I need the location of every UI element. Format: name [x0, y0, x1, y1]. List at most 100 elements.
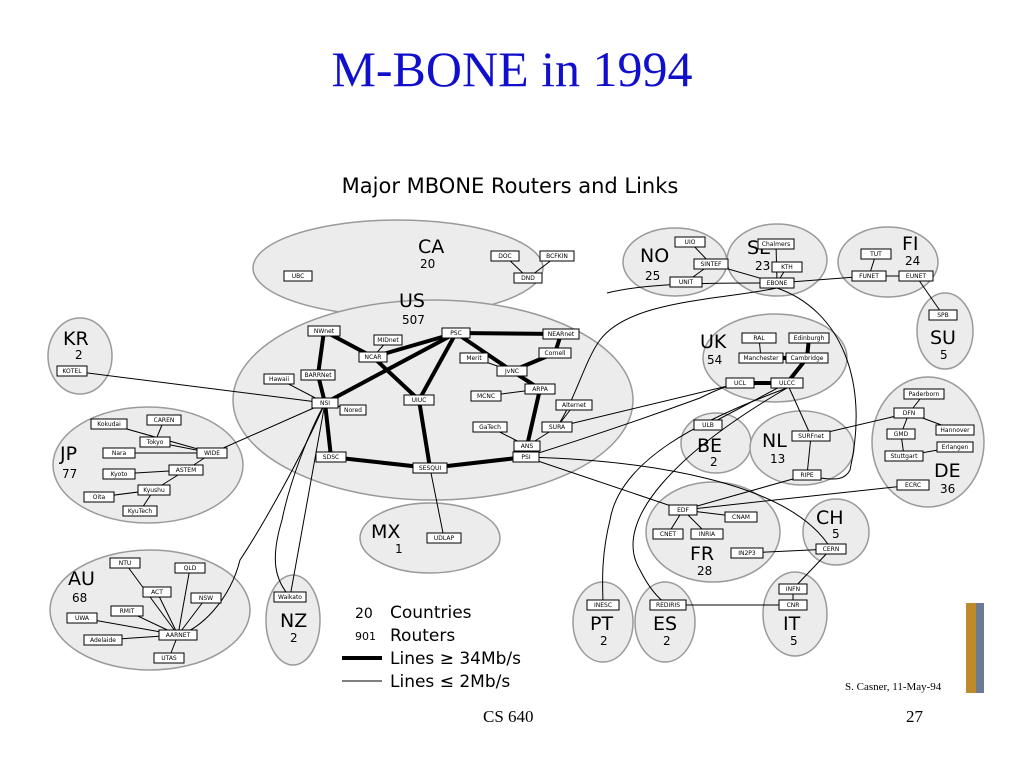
router-label: CNR — [787, 602, 800, 609]
router-label: Tokyo — [146, 439, 164, 446]
router-box — [738, 352, 784, 364]
region-router-count: 28 — [697, 564, 712, 578]
region-su: SU5 — [916, 292, 974, 370]
region-router-count: 24 — [905, 254, 920, 268]
router-box — [139, 436, 171, 448]
router-psc: PSC — [441, 327, 471, 339]
router-label: AARNET — [166, 632, 191, 639]
router-box — [426, 532, 462, 544]
region-router-count: 36 — [940, 482, 955, 496]
router-tokyo: Tokyo — [139, 436, 171, 448]
router-merit: Merit — [459, 352, 489, 364]
router-label: ULB — [702, 422, 714, 429]
router-box — [555, 399, 593, 411]
router-label: MIDnet — [377, 337, 399, 344]
router-unit: UNIT — [669, 276, 703, 288]
router-kyoto: Kyoto — [102, 468, 136, 480]
region-router-count: 507 — [402, 313, 425, 327]
router-doc: DOC — [490, 250, 520, 262]
router-label: KyuTech — [128, 508, 152, 515]
router-cornell: Cornell — [538, 347, 572, 359]
router-cnet: CNET — [652, 528, 684, 540]
router-paderborn: Paderborn — [903, 388, 945, 400]
router-box — [122, 505, 158, 517]
router-box — [896, 479, 930, 491]
router-label: ULCC — [779, 380, 795, 387]
router-box — [137, 484, 171, 496]
router-label: Cornell — [544, 350, 565, 357]
router-label: Kyoto — [111, 471, 128, 478]
router-edinburgh: Edinburgh — [788, 332, 830, 344]
router-label: CAREN — [154, 417, 175, 424]
router-ral: RAL — [741, 332, 777, 344]
router-box — [142, 586, 172, 598]
router-label: DOC — [498, 253, 512, 260]
router-manchester: Manchester — [738, 352, 784, 364]
router-box — [792, 469, 822, 481]
router-psi: PSI — [512, 451, 540, 463]
router-qld: QLD — [174, 562, 206, 574]
router-utas: UTAS — [153, 652, 185, 664]
router-label: NSI — [320, 400, 330, 407]
router-box — [472, 421, 508, 433]
region-router-count: 1 — [395, 542, 403, 556]
router-box — [470, 390, 502, 402]
router-label: NEARnet — [548, 331, 575, 338]
router-box — [669, 276, 703, 288]
router-box — [524, 383, 556, 395]
router-box — [153, 652, 185, 664]
router-box — [586, 599, 620, 611]
router-box — [815, 543, 847, 555]
router-box — [412, 462, 448, 474]
router-box — [757, 238, 795, 250]
router-box — [441, 327, 471, 339]
link-qld-aarnet — [177, 567, 191, 636]
link-sura-ucl — [556, 382, 741, 428]
router-box — [741, 332, 777, 344]
link-sesqui-uiuc — [417, 399, 432, 469]
router-box — [668, 504, 698, 516]
router-box — [190, 592, 222, 604]
router-label: Cambridge — [791, 355, 824, 362]
router-box — [339, 404, 367, 416]
router-box — [513, 440, 541, 452]
router-ulcc: ULCC — [770, 377, 804, 389]
region-code: NO — [640, 245, 669, 267]
router-label: Chalmers — [762, 241, 790, 248]
router-astem: ASTEM — [168, 464, 204, 476]
router-surfnet: SURFnet — [791, 430, 831, 442]
router-label: Stuttgart — [891, 453, 919, 460]
router-label: Merit — [466, 355, 482, 362]
router-label: KTH — [781, 264, 793, 271]
link-long-1 — [556, 287, 778, 428]
router-dnd: DND — [513, 272, 543, 284]
region-router-count: 5 — [790, 634, 798, 648]
region-router-count: 5 — [832, 527, 840, 541]
region-router-count: 2 — [600, 634, 608, 648]
router-box — [196, 447, 228, 459]
router-label: ECRC — [905, 482, 921, 489]
router-box — [311, 397, 339, 409]
region-router-count: 2 — [290, 631, 298, 645]
region-router-count: 23 — [755, 259, 770, 273]
region-code: NZ — [280, 610, 307, 632]
router-label: CERN — [823, 546, 840, 553]
link-psi-edf — [525, 456, 684, 511]
router-label: GaTech — [479, 424, 501, 431]
region-router-count: 2 — [75, 348, 83, 362]
router-box — [690, 528, 724, 540]
router-box — [538, 347, 572, 359]
router-box — [539, 250, 575, 262]
router-box — [512, 451, 540, 463]
router-arpa: ARPA — [524, 383, 556, 395]
router-label: Manchester — [743, 355, 779, 362]
region-ch: CH5 — [802, 498, 870, 566]
router-ans: ANS — [513, 440, 541, 452]
router-nearnet: NEARnet — [542, 328, 580, 340]
router-cnam: CNAM — [724, 511, 758, 523]
diagram-title: Major MBONE Routers and Links — [342, 174, 679, 198]
router-dfn: DFN — [893, 407, 925, 419]
